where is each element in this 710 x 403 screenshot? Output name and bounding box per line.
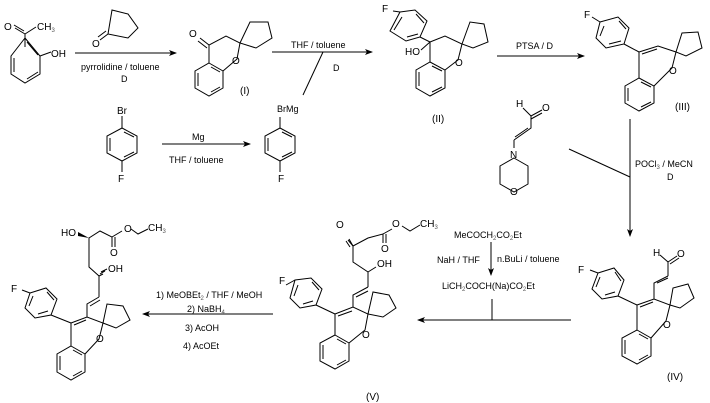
final-ring-o: O <box>96 334 104 345</box>
compound-II: F HO O (II) <box>382 4 489 125</box>
enaminal-o: O <box>542 103 550 114</box>
step6-reagent-3: 3) AcOH <box>185 323 219 333</box>
compound-V-label: (V) <box>366 392 379 403</box>
compound-V: O O O CH3 OH F O (V) <box>279 219 438 403</box>
bromine-label: Br <box>117 106 128 117</box>
morpholine-n: N <box>510 150 517 161</box>
final-methyl: CH3 <box>148 223 166 235</box>
enaminal-h: H <box>516 99 523 110</box>
grignard-reagent-solvent: THF / toluene <box>169 155 224 165</box>
acetyl-o-label: O <box>4 22 12 33</box>
acetyl-ch3-label: CH3 <box>37 22 55 34</box>
compound-morpholino-acrolein: H O N O <box>499 99 550 198</box>
compound-III-fluoro: F <box>584 10 590 21</box>
compound-III-label: (III) <box>675 102 690 113</box>
compound-V-methyl: CH3 <box>420 219 438 231</box>
hydroxyl-label: OH <box>51 49 66 60</box>
final-carbonyl-o: O <box>110 248 118 259</box>
dianion-reagent-base1: NaH / THF <box>437 255 480 265</box>
grignard-reagent-metal: Mg <box>192 132 205 142</box>
compound-I-ring-o: O <box>232 56 240 67</box>
compound-final-diol: HO OH O O CH3 F O <box>11 223 166 381</box>
compound-II-fluoro: F <box>382 4 388 15</box>
grignard-brmg-label: BrMg <box>277 104 299 114</box>
step2-reagent-solvent: THF / toluene <box>291 40 346 50</box>
compound-V-carbonyl-o: O <box>381 244 389 255</box>
final-hydroxyl-5: OH <box>108 264 123 275</box>
cyclopentanone-o-label: O <box>92 39 100 50</box>
final-ester-o: O <box>124 224 132 235</box>
compound-I: O O (I) <box>189 21 273 97</box>
morpholine-o: O <box>510 187 518 198</box>
compound-V-hydroxyl: OH <box>377 259 392 270</box>
step4-reagent-heat: D <box>667 172 674 182</box>
compound-IV: H O F O (IV) <box>578 248 695 383</box>
enaminal-feed-line <box>568 148 631 178</box>
grignard-feed-line <box>302 51 324 96</box>
compound-grignard: BrMg F <box>264 104 299 185</box>
dianion-product-label: LiCH2COCH(Na)CO2Et <box>442 281 535 293</box>
stereo-hash-bond <box>98 268 108 277</box>
step6-reagent-1: 1) MeOBEt2 / THF / MeOH <box>156 290 262 302</box>
grignard-fluoro: F <box>278 174 284 185</box>
step6-reagent-2: 2) NaBH4 <box>187 304 226 316</box>
step1-reagent-solvent: pyrrolidine / toluene <box>81 62 160 72</box>
stereo-wedge-bond <box>78 232 89 238</box>
compound-III: F O (III) <box>584 10 703 113</box>
step4-reagent-solvent: POCl3 / MeCN <box>635 159 693 171</box>
step6-reagent-4: 4) AcOEt <box>183 341 220 351</box>
acetoacetate-label: MeCOCH2CO2Et <box>454 230 522 242</box>
compound-V-ester-o: O <box>392 219 400 230</box>
compound-bromofluorobenzene: Br F <box>106 106 138 185</box>
compound-I-label: (I) <box>240 86 249 97</box>
compound-V-fluoro: F <box>279 276 285 287</box>
compound-II-hydroxyl: HO <box>405 47 420 58</box>
bromofluorobenzene-fluoro: F <box>118 174 124 185</box>
compound-V-keto-o: O <box>336 220 344 231</box>
compound-IV-aldehyde-o: O <box>677 249 685 260</box>
compound-IV-fluoro: F <box>578 265 584 276</box>
compound-V-ring-o: O <box>362 330 370 341</box>
compound-II-label: (II) <box>432 114 444 125</box>
compound-IV-ring-o: O <box>663 320 671 331</box>
compound-hydroxyacetophenone: O CH3 OH <box>4 22 66 84</box>
compound-I-keto-o: O <box>189 29 197 40</box>
compound-IV-aldehyde-h: H <box>653 248 660 259</box>
compound-III-ring-o: O <box>669 66 677 77</box>
final-fluoro: F <box>11 284 17 295</box>
compound-cyclopentanone: O <box>92 9 139 50</box>
dianion-formation: MeCOCH2CO2Et NaH / THF n.BuLi / toluene … <box>437 230 560 320</box>
step1-reagent-heat: D <box>121 74 128 84</box>
dianion-reagent-base2: n.BuLi / toluene <box>497 254 560 264</box>
compound-IV-label: (IV) <box>667 372 683 383</box>
compound-II-ring-o: O <box>455 58 463 69</box>
final-hydroxyl-3: HO <box>61 228 76 239</box>
step3-reagent: PTSA / D <box>516 41 554 51</box>
step2-reagent-heat: D <box>333 63 340 73</box>
